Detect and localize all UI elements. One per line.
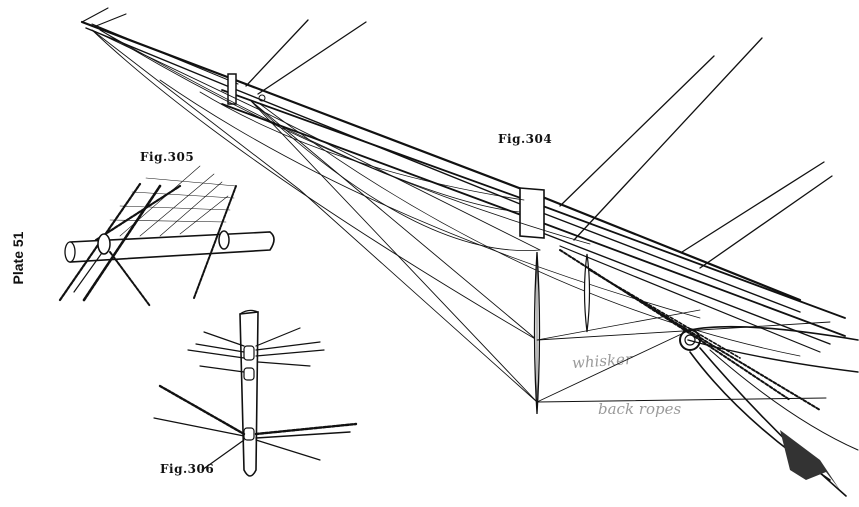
figure-305-caption: Fig.305 <box>140 150 195 164</box>
figure-306-striker-detail <box>153 309 358 477</box>
pencil-note-back-ropes: back ropes <box>598 400 682 418</box>
figure-304-bowsprit-rigging <box>80 7 859 497</box>
figure-304-caption: Fig.304 <box>498 132 553 146</box>
figure-305-boom-end-detail <box>58 165 275 307</box>
figure-306-caption: Fig.306 <box>160 462 215 476</box>
